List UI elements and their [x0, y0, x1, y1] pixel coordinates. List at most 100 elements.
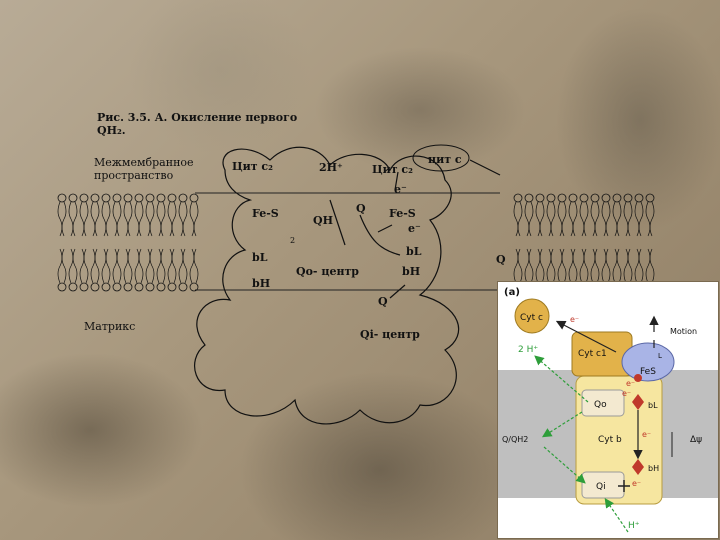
lipid-tail: [612, 201, 618, 237]
lipid-head: [134, 282, 144, 292]
lipid-head: [57, 282, 67, 292]
heme-bl-icon: [632, 394, 644, 410]
electron-arrow-to-cytc: [555, 320, 617, 353]
lipid-tail: [193, 201, 199, 237]
lipid-head: [590, 193, 600, 203]
lipid-tail: [57, 201, 63, 237]
lipid-tail: [94, 201, 100, 237]
inset-two-h-label: 2 H⁺: [518, 345, 538, 355]
e-right-label: e⁻: [408, 222, 421, 235]
lipid-head: [645, 193, 655, 203]
lipid-tail: [123, 248, 129, 284]
caption-line-2: QH₂.: [97, 124, 126, 137]
lipid-tail: [79, 248, 85, 284]
lipid-tail: [127, 248, 133, 284]
lipid-tail: [605, 201, 611, 237]
inset-delta-psi-label: Δψ: [690, 435, 702, 445]
lipid-tail: [116, 248, 122, 284]
lipid-tail: [583, 201, 589, 237]
matrix-label: Матрикс: [84, 320, 136, 333]
lipid-tail: [149, 248, 155, 284]
lipid-tail: [171, 248, 177, 284]
lipid-tail: [561, 248, 567, 284]
lipid-head: [623, 193, 633, 203]
inset-e2-label: e⁻: [626, 379, 635, 388]
inset-cyt-b-label: Cyt b: [598, 435, 622, 445]
lipid-tail: [112, 201, 118, 237]
lipid-tail: [524, 248, 530, 284]
lipid-tail: [105, 201, 111, 237]
lipid-tail: [645, 201, 651, 237]
lipid-tail: [590, 248, 596, 284]
lipid-tail: [561, 201, 567, 237]
lipid-tail: [83, 201, 89, 237]
lipid-head: [189, 282, 199, 292]
lipid-tail: [634, 248, 640, 284]
e-top-label: e⁻: [394, 183, 407, 196]
cyt-c-oval: [412, 144, 470, 172]
e-arrow: [394, 171, 399, 191]
lipid-head: [90, 193, 100, 203]
lipid-head: [68, 282, 78, 292]
lipid-tail: [623, 201, 629, 237]
cyt-c2-left-label: Цит c₂: [232, 160, 273, 173]
lipid-tail: [90, 201, 96, 237]
qi-center-label: Qi- центр: [360, 328, 420, 341]
lipid-head: [134, 193, 144, 203]
lipid-tail: [134, 248, 140, 284]
lipid-tail: [623, 248, 629, 284]
lipid-tail: [550, 201, 556, 237]
lipid-tail: [160, 248, 166, 284]
small-mark: 2: [290, 236, 296, 245]
bh-left-label: bH: [252, 277, 271, 290]
inset-e1-label: e⁻: [570, 315, 579, 324]
inset-h-plus-label: H⁺: [628, 521, 640, 531]
lipid-tail: [539, 201, 545, 237]
lipid-tail: [601, 248, 607, 284]
inset-cyt-c-label: Cyt c: [520, 313, 543, 323]
lipid-tail: [590, 201, 596, 237]
bl-left-label: bL: [252, 251, 268, 264]
lipid-tail: [649, 201, 655, 237]
lipid-tail: [94, 248, 100, 284]
lipid-head: [601, 193, 611, 203]
lipid-tail: [134, 201, 140, 237]
proton-out-arrow: [534, 355, 589, 403]
lipid-tail: [72, 201, 78, 237]
lipid-head: [123, 193, 133, 203]
lipid-head: [546, 193, 556, 203]
inset-panel-label: (a): [504, 287, 520, 298]
inset-l-mark: L: [658, 352, 662, 360]
lipid-tail: [513, 248, 519, 284]
fes-cluster-icon: [634, 374, 642, 382]
lipid-tail: [123, 201, 129, 237]
lipid-bilayer-left: [57, 193, 199, 292]
lipid-tail: [517, 201, 523, 237]
lipid-head: [513, 193, 523, 203]
lipid-head: [101, 282, 111, 292]
inset-e5-label: e⁻: [632, 479, 641, 488]
inset-qo-label: Qo: [594, 400, 607, 410]
lipid-tail: [61, 201, 67, 237]
inset-panel-a: (a) Cyt c e⁻ Motion 2 H⁺ Cyt c1 L FeS e⁻…: [497, 281, 719, 539]
lipid-tail: [193, 248, 199, 284]
lipid-tail: [90, 248, 96, 284]
qi-arrow: [389, 284, 406, 299]
lipid-tail: [189, 248, 195, 284]
lipid-tail: [528, 201, 534, 237]
lipid-head: [178, 193, 188, 203]
heme-bh-icon: [632, 459, 644, 475]
lipid-tail: [634, 201, 640, 237]
qo-center-label: Qo- центр: [296, 265, 359, 278]
lipid-tail: [616, 201, 622, 237]
lipid-head: [535, 193, 545, 203]
lipid-head: [101, 193, 111, 203]
lipid-tail: [513, 201, 519, 237]
lipid-tail: [579, 248, 585, 284]
lipid-head: [68, 193, 78, 203]
lipid-head: [90, 282, 100, 292]
lipid-tail: [594, 201, 600, 237]
inset-bh-label: bH: [648, 464, 659, 473]
lipid-bilayer-right: [513, 193, 655, 292]
proton-in-arrow: [604, 498, 629, 533]
